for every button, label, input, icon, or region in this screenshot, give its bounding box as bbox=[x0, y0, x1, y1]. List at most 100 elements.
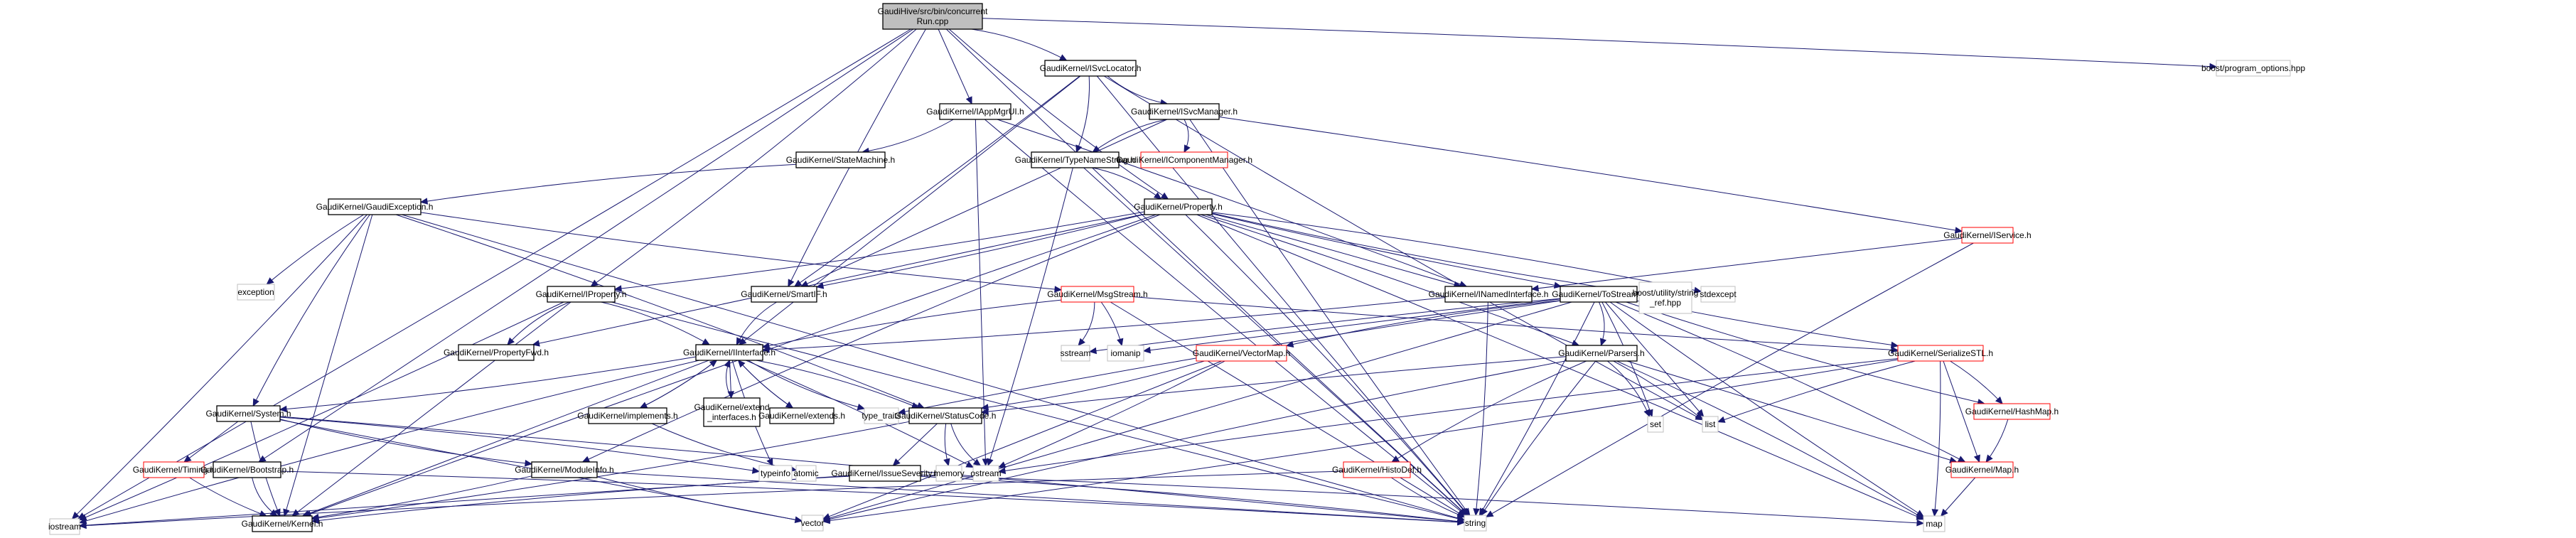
node-parsers[interactable]: GaudiKernel/Parsers.h bbox=[1558, 345, 1645, 362]
edge-property-to-moduleinfo bbox=[582, 214, 1161, 463]
node-timing[interactable]: GaudiKernel/Timing.h bbox=[133, 461, 215, 478]
edge-isvclocator-to-typenamestring bbox=[1075, 75, 1090, 153]
edge-serializestl-to-map bbox=[1933, 360, 1941, 517]
edge-parsers-to-map_h bbox=[1626, 360, 1957, 463]
arrowhead-serializestl-to-ostream bbox=[997, 467, 1007, 475]
node-label-boost_stringref: boost/utility/string bbox=[1633, 288, 1699, 298]
node-iproperty[interactable]: GaudiKernel/IProperty.h bbox=[536, 286, 627, 303]
arrowhead-serializestl-to-hashmap bbox=[1995, 396, 2003, 404]
node-tostream[interactable]: GaudiKernel/ToStream.h bbox=[1552, 286, 1646, 303]
arrowhead-statuscode-to-issueseverity bbox=[892, 458, 901, 466]
edge-map_h-to-map bbox=[1941, 477, 1976, 517]
node-system[interactable]: GaudiKernel/System.h bbox=[205, 405, 291, 422]
node-iinterface[interactable]: GaudiKernel/IInterface.h bbox=[683, 344, 776, 361]
arrowhead-system-to-timing bbox=[183, 455, 192, 463]
edges-layer bbox=[71, 18, 2218, 529]
edge-iproperty-to-kernel bbox=[292, 301, 571, 517]
edge-gaudiexception-to-iostream bbox=[72, 214, 367, 520]
edge-root-to-iproperty bbox=[591, 28, 917, 287]
node-icomponentmanager[interactable]: GaudiKernel/IComponentManager.h bbox=[1116, 151, 1252, 168]
node-box-stdexcept bbox=[1700, 286, 1736, 303]
node-map_h[interactable]: GaudiKernel/Map.h bbox=[1946, 461, 2019, 478]
node-vectormap[interactable]: GaudiKernel/VectorMap.h bbox=[1193, 345, 1290, 362]
node-label-system: GaudiKernel/System.h bbox=[205, 409, 291, 419]
node-propertyfwd[interactable]: GaudiKernel/PropertyFwd.h bbox=[444, 344, 549, 361]
edge-tostream-to-hashmap bbox=[1626, 301, 1985, 404]
edge-msgstream-to-iinterface bbox=[762, 299, 1062, 348]
edge-tostream-to-vectormap bbox=[1286, 300, 1561, 346]
arrowhead-system-to-typeinfo bbox=[751, 467, 761, 474]
arrowhead-typenamestring-to-property bbox=[1153, 192, 1162, 200]
arrowhead-iappmgrui-to-ostream bbox=[982, 458, 989, 467]
edge-msgstream-to-string bbox=[1110, 301, 1465, 517]
node-smartif[interactable]: GaudiKernel/SmartIF.h bbox=[741, 286, 827, 303]
edge-inamedinterface-to-string bbox=[1475, 301, 1488, 516]
node-label-iostream: iostream bbox=[48, 522, 81, 532]
node-bootstrap[interactable]: GaudiKernel/Bootstrap.h bbox=[200, 461, 294, 478]
node-implements[interactable]: GaudiKernel/implements.h bbox=[577, 407, 678, 424]
node-box-kernel bbox=[252, 515, 313, 532]
arrowhead-tostream-to-parsers bbox=[1599, 338, 1607, 347]
node-label-iproperty: GaudiKernel/IProperty.h bbox=[536, 289, 627, 299]
edge-iappmgrui-to-ostream bbox=[975, 119, 987, 466]
arrowhead-tostream-to-type_traits bbox=[897, 408, 906, 415]
edge-parsers-to-list bbox=[1613, 360, 1703, 420]
node-label-string: string bbox=[1465, 518, 1486, 528]
node-box-implements bbox=[588, 407, 667, 424]
arrowhead-root-to-isvclocator bbox=[1058, 54, 1068, 61]
node-label-boost_stringref: _ref.hpp bbox=[1649, 298, 1681, 308]
node-kernel[interactable]: GaudiKernel/Kernel.h bbox=[242, 515, 323, 532]
node-statuscode[interactable]: GaudiKernel/StatusCode.h bbox=[895, 407, 997, 424]
node-histodef[interactable]: GaudiKernel/HistoDef.h bbox=[1332, 461, 1422, 478]
arrowhead-implements-to-iinterface bbox=[709, 360, 718, 367]
node-property[interactable]: GaudiKernel/Property.h bbox=[1134, 198, 1223, 215]
node-isvcmanager[interactable]: GaudiKernel/ISvcManager.h bbox=[1131, 103, 1238, 120]
node-serializestl[interactable]: GaudiKernel/SerializeSTL.h bbox=[1888, 345, 1993, 362]
arrowhead-msgstream-to-iomanip bbox=[1117, 338, 1124, 347]
node-moduleinfo[interactable]: GaudiKernel/ModuleInfo.h bbox=[515, 461, 614, 478]
edge-hashmap-to-map_h bbox=[1985, 419, 2009, 463]
node-label-isvcmanager: GaudiKernel/ISvcManager.h bbox=[1131, 107, 1238, 117]
arrowhead-isvcmanager-to-iservice bbox=[1954, 227, 1963, 234]
node-statemachine[interactable]: GaudiKernel/StateMachine.h bbox=[786, 151, 895, 168]
node-label-parsers: GaudiKernel/Parsers.h bbox=[1558, 348, 1644, 358]
node-issueseverity[interactable]: GaudiKernel/IssueSeverity.h bbox=[831, 465, 939, 482]
arrowhead-tostream-to-iomanip bbox=[1142, 346, 1152, 354]
node-iservice[interactable]: GaudiKernel/IService.h bbox=[1943, 227, 2032, 244]
node-label-bootstrap: GaudiKernel/Bootstrap.h bbox=[200, 465, 294, 475]
edge-issueseverity-to-string bbox=[920, 475, 1465, 523]
node-box-iservice bbox=[1961, 227, 2014, 244]
arrowhead-msgstream-to-serializestl bbox=[1891, 346, 1899, 354]
arrowhead-smartif-to-iinterface bbox=[736, 337, 743, 346]
node-isvclocator[interactable]: GaudiKernel/ISvcLocator.h bbox=[1040, 60, 1142, 77]
node-extends[interactable]: GaudiKernel/extends.h bbox=[758, 407, 845, 424]
edge-serializestl-to-list bbox=[1717, 360, 1916, 423]
arrowhead-statuscode-to-ostream bbox=[972, 458, 982, 466]
node-inamedinterface[interactable]: GaudiKernel/INamedInterface.h bbox=[1429, 286, 1549, 303]
node-typenamestring[interactable]: GaudiKernel/TypeNameString.h bbox=[1015, 151, 1135, 168]
edge-isvcmanager-to-string bbox=[1189, 119, 1471, 516]
edge-tostream-to-string bbox=[1478, 301, 1595, 516]
edge-tostream-to-vector bbox=[822, 301, 1572, 521]
node-hashmap[interactable]: GaudiKernel/HashMap.h bbox=[1965, 403, 2059, 420]
edge-inamedinterface-to-iinterface bbox=[762, 297, 1446, 350]
node-box-memory bbox=[935, 465, 962, 482]
node-box-propertyfwd bbox=[458, 344, 535, 361]
edge-typenamestring-to-property bbox=[1092, 167, 1161, 200]
edge-iproperty-to-propertyfwd bbox=[507, 301, 570, 345]
node-boost_stringref: boost/utility/string_ref.hpp bbox=[1633, 281, 1699, 314]
arrowhead-tostream-to-serializestl bbox=[1890, 341, 1899, 349]
node-gaudiexception[interactable]: GaudiKernel/GaudiException.h bbox=[316, 198, 434, 215]
edge-gaudiexception-to-exception bbox=[266, 214, 364, 285]
arrowhead-iservice-to-inamedinterface bbox=[1530, 284, 1539, 292]
node-list: list bbox=[1702, 416, 1719, 433]
node-extend_interfaces[interactable]: GaudiKernel/extend_interfaces.h bbox=[694, 397, 770, 427]
node-msgstream[interactable]: GaudiKernel/MsgStream.h bbox=[1047, 286, 1148, 303]
node-box-property bbox=[1144, 198, 1213, 215]
arrowhead-vectormap-to-ostream bbox=[997, 461, 1007, 468]
edge-root-to-boost_po bbox=[982, 18, 2217, 68]
edge-issueseverity-to-iostream bbox=[79, 475, 850, 527]
node-iappmgrui[interactable]: GaudiKernel/IAppMgrUI.h bbox=[926, 103, 1024, 120]
arrowhead-iservice-to-string bbox=[1485, 510, 1494, 517]
